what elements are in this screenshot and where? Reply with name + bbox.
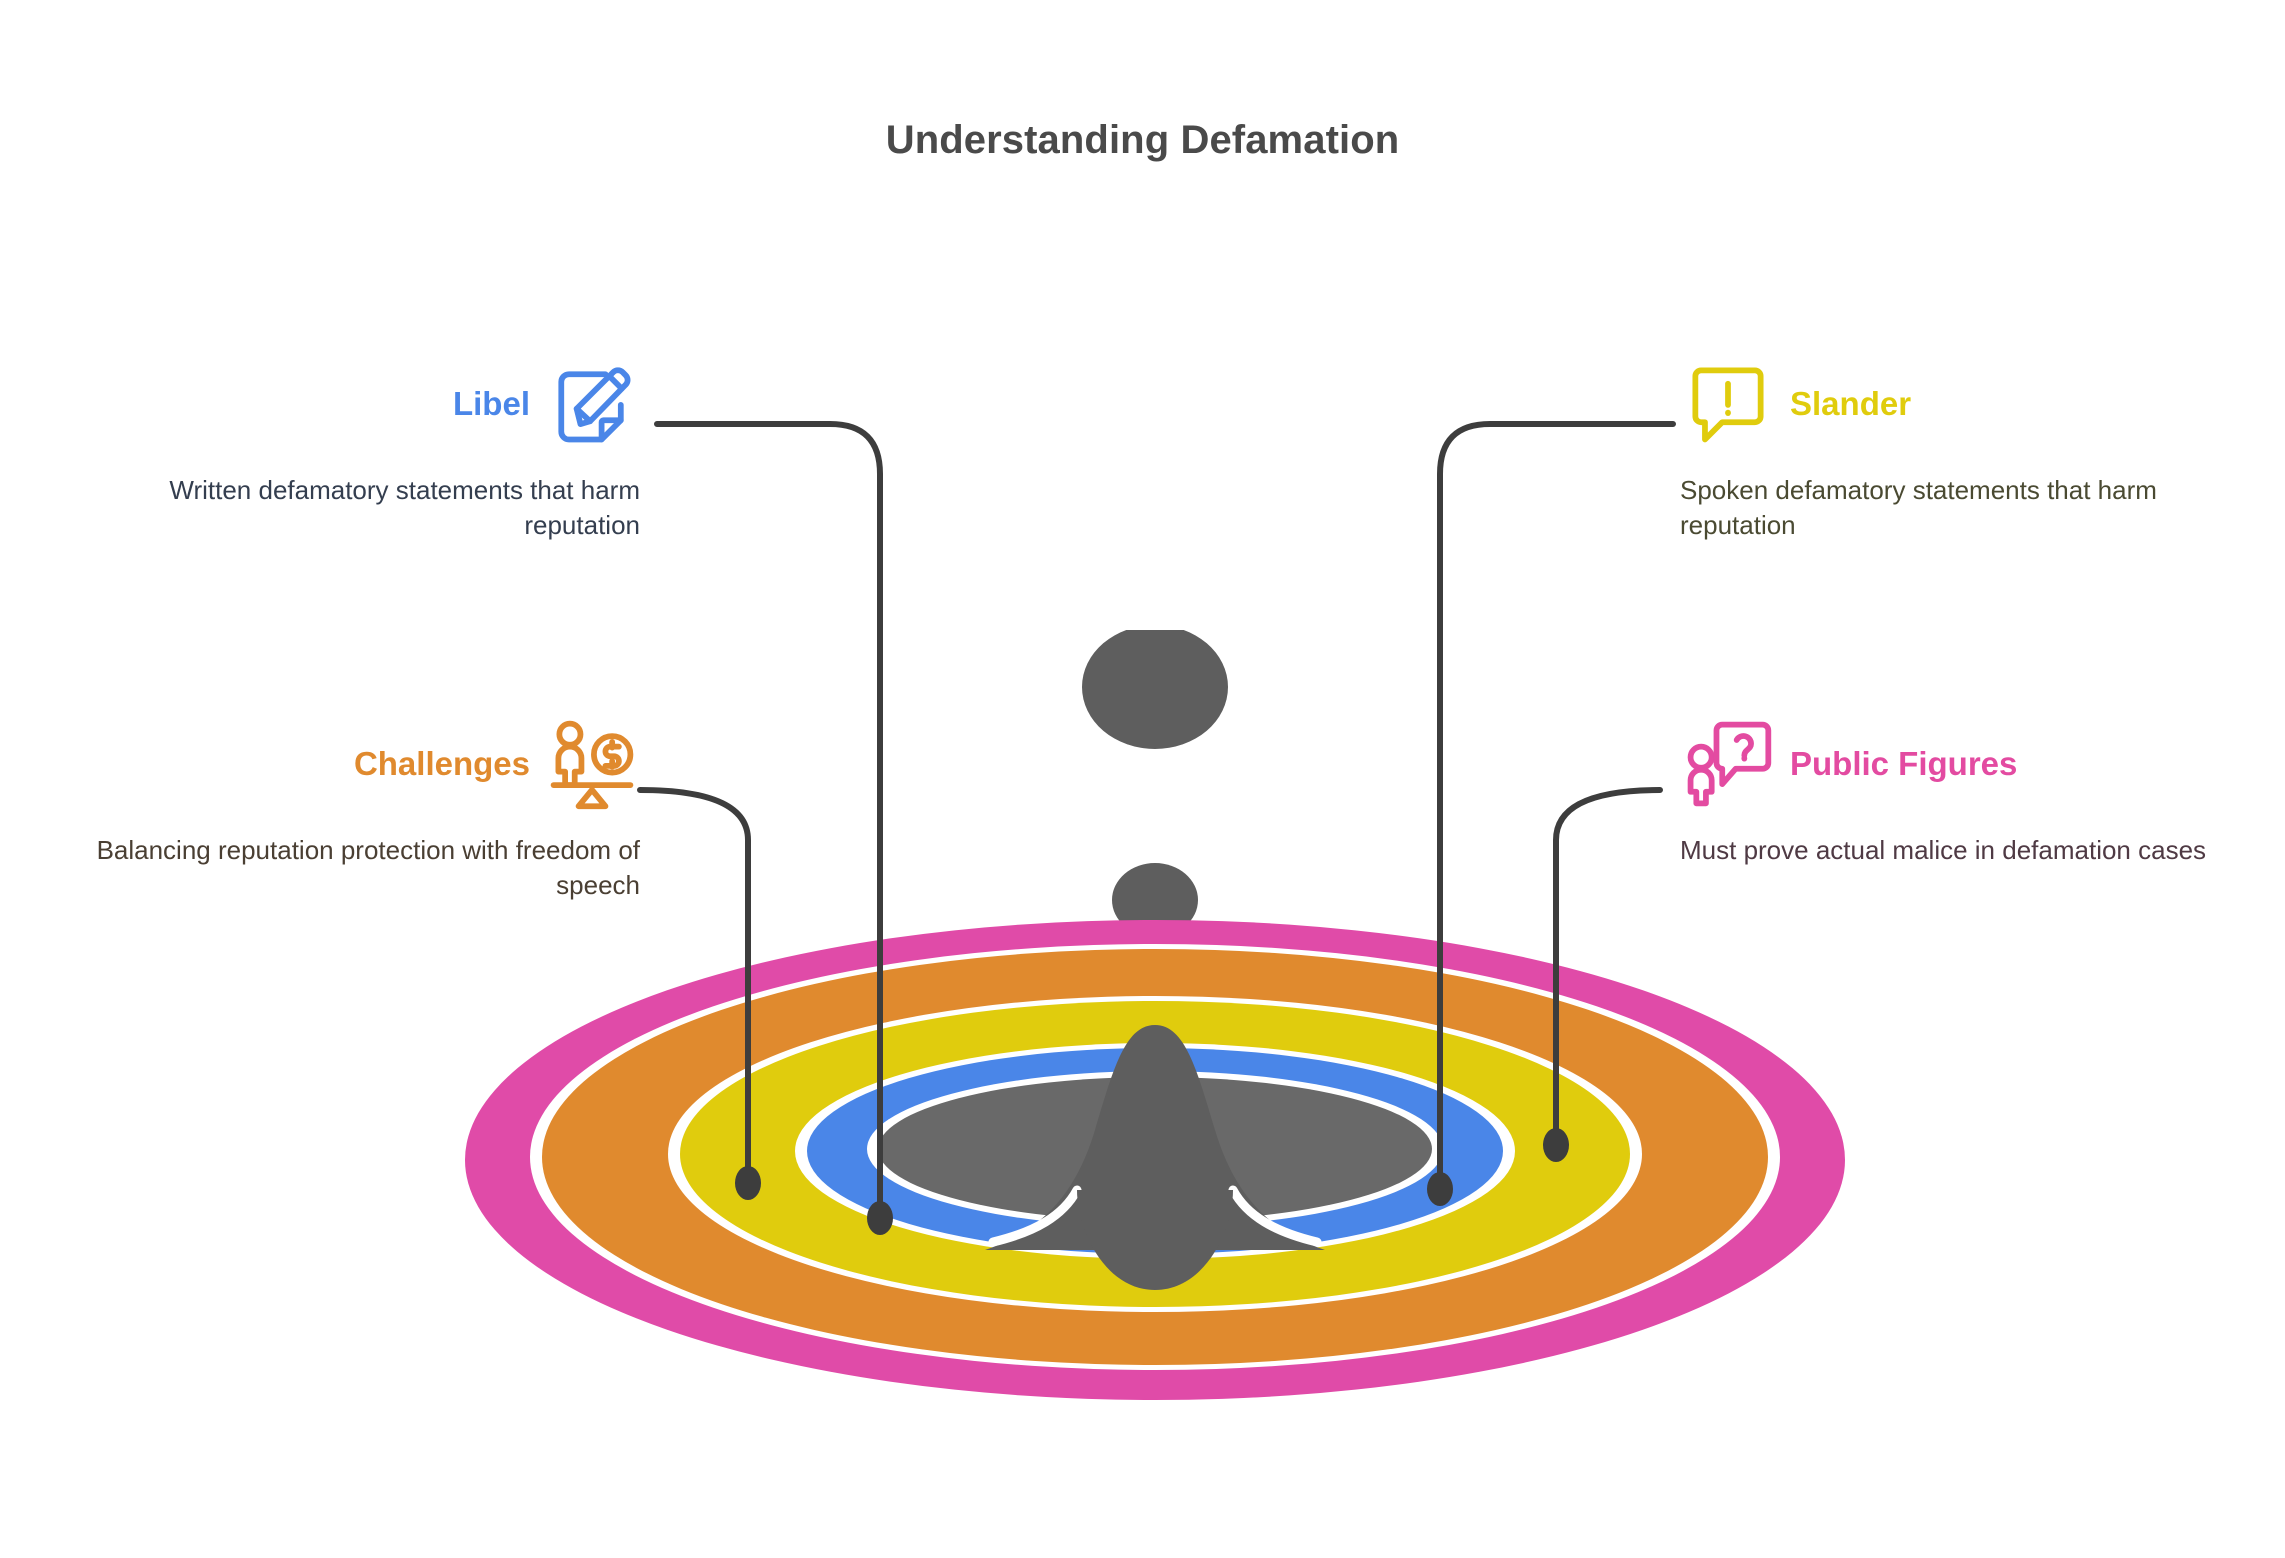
topic-slander-title: Slander	[1790, 384, 1912, 422]
topic-slander-description: Spoken defamatory statements that harm r…	[1680, 475, 2157, 541]
document-pencil-icon	[558, 367, 631, 443]
topic-public-figures-description: Must prove actual malice in defamation c…	[1680, 835, 2207, 865]
droplet-large	[1082, 630, 1228, 749]
topic-libel-header: Libel	[55, 355, 640, 451]
topic-public-figures-header: Public Figures	[1680, 715, 2265, 811]
person-question-bubble-icon	[1687, 721, 1772, 807]
topic-challenges-header: Challenges	[35, 715, 640, 811]
droplet-small	[1112, 863, 1198, 937]
balance-scale-icon	[550, 720, 634, 810]
topic-slander-header: Slander	[1680, 355, 2265, 451]
topic-challenges-description: Balancing reputation protection with fre…	[96, 835, 640, 901]
page-title: Understanding Defamation	[885, 118, 1400, 162]
splash-column	[985, 1025, 1325, 1290]
topic-challenges[interactable]: Challenges Balancing reputation protecti…	[35, 715, 640, 904]
speech-bubble-exclamation-icon	[1692, 367, 1764, 443]
topic-public-figures[interactable]: Public Figures Must prove actual malice …	[1680, 715, 2265, 868]
topic-challenges-title: Challenges	[353, 744, 530, 782]
topic-libel-title: Libel	[452, 384, 530, 422]
topic-public-figures-title: Public Figures	[1790, 744, 2018, 782]
topic-libel-description: Written defamatory statements that harm …	[169, 475, 640, 541]
topic-slander[interactable]: Slander Spoken defamatory statements tha…	[1680, 355, 2265, 544]
topic-libel[interactable]: Libel Written defamatory statements that…	[55, 355, 640, 544]
ripple-rings-artwork	[465, 630, 1845, 1400]
